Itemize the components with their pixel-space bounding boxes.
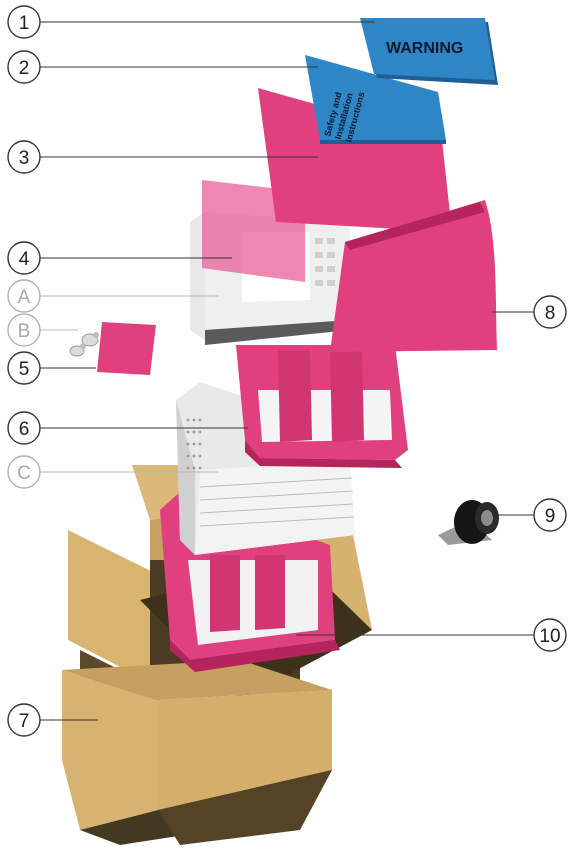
callout-c: C <box>7 455 41 489</box>
callout-10: 10 <box>533 618 567 652</box>
small-foam-pad <box>97 322 156 375</box>
warning-label: WARNING <box>386 40 463 57</box>
callout-3: 3 <box>7 140 41 174</box>
callout-2: 2 <box>7 50 41 84</box>
callout-label: 8 <box>545 303 556 324</box>
callout-label: 3 <box>19 148 30 169</box>
callout-label: 5 <box>19 359 30 380</box>
callout-label: 9 <box>545 506 556 527</box>
tape-roll <box>438 500 499 545</box>
top-foam-sheet <box>258 88 452 232</box>
instruction-booklet: Safety and Installation Instructions <box>305 55 446 144</box>
callout-1: 1 <box>7 5 41 39</box>
leader-lines <box>40 21 534 721</box>
callout-label: C <box>17 463 31 484</box>
callout-label: B <box>18 321 31 342</box>
callout-5: 5 <box>7 351 41 385</box>
callout-a: A <box>7 279 41 313</box>
callout-8: 8 <box>533 295 567 329</box>
callout-label: A <box>18 287 31 308</box>
callout-label: 4 <box>19 249 30 270</box>
warning-card: WARNING <box>360 18 498 85</box>
callout-b: B <box>7 313 41 347</box>
callout-label: 10 <box>539 626 560 647</box>
callout-9: 9 <box>533 498 567 532</box>
hardware-bag <box>69 332 99 357</box>
callout-6: 6 <box>7 411 41 445</box>
callout-label: 6 <box>19 419 30 440</box>
callout-4: 4 <box>7 241 41 275</box>
side-foam-wrap <box>330 200 497 352</box>
callout-label: 2 <box>19 58 30 79</box>
middle-foam-insert <box>236 345 408 468</box>
callout-7: 7 <box>7 703 41 737</box>
callout-label: 1 <box>19 13 30 34</box>
callout-label: 7 <box>19 711 30 732</box>
